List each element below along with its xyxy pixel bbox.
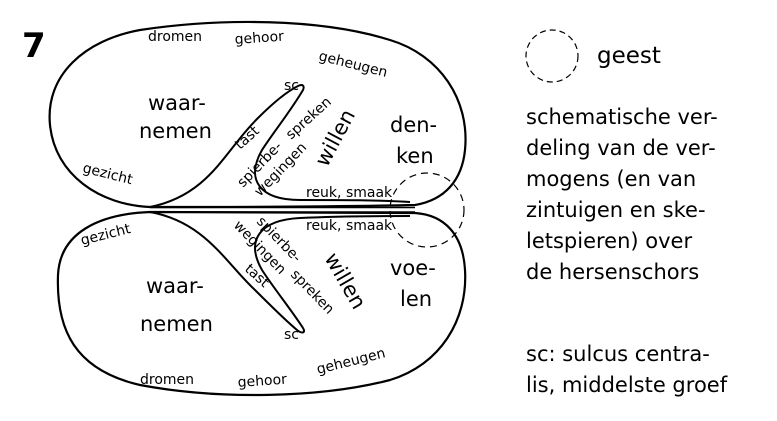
label-dromen-top: dromen — [148, 29, 202, 45]
label-waarnemen-top-1: waar- — [148, 91, 206, 115]
label-waarnemen-top-2: nemen — [139, 119, 212, 143]
label-reuk-smaak-top: reuk, smaak — [306, 185, 393, 201]
label-gehoor-top: gehoor — [234, 29, 284, 48]
caption-line-4: zintuigen en ske- — [526, 198, 706, 222]
label-voelen-1: voe- — [390, 256, 436, 280]
upper-hemisphere-outline — [48, 20, 467, 209]
caption-line-3: mogens (en van — [526, 167, 696, 191]
geest-legend-circle — [525, 29, 579, 83]
label-gezicht-bottom: gezicht — [79, 221, 133, 249]
label-reuk-smaak-bottom: reuk, smaak — [306, 218, 393, 234]
caption-line-6: de hersenschors — [526, 260, 699, 284]
label-geheugen-bottom: geheugen — [315, 345, 387, 378]
label-tast-top: tast — [232, 123, 263, 153]
label-gehoor-bottom: gehoor — [237, 372, 287, 391]
caption-line-2: deling van de ver- — [526, 136, 716, 160]
lower-sulcus-line — [149, 211, 411, 334]
note-line-1: sc: sulcus centra- — [526, 342, 710, 366]
label-denken-2: ken — [396, 144, 434, 168]
label-waarnemen-bottom-2: nemen — [140, 312, 213, 336]
legend-label-geest: geest — [597, 43, 661, 69]
label-voelen-2: len — [400, 287, 432, 311]
label-geheugen-top: geheugen — [317, 48, 389, 81]
label-denken-1: den- — [390, 113, 437, 137]
label-waarnemen-bottom-1: waar- — [146, 274, 204, 298]
figure-number: 7 — [22, 26, 46, 66]
label-gezicht-top: gezicht — [81, 160, 135, 188]
caption-line-1: schematische ver- — [526, 105, 718, 129]
label-sc-top: sc — [284, 78, 299, 94]
label-sc-bottom: sc — [284, 327, 299, 343]
label-dromen-bottom: dromen — [140, 372, 194, 388]
geest-circle-diagram — [389, 172, 465, 248]
caption-line-5: letspieren) over — [526, 229, 692, 253]
note-line-2: lis, middelste groef — [526, 373, 728, 397]
upper-sulcus-line — [149, 84, 411, 208]
